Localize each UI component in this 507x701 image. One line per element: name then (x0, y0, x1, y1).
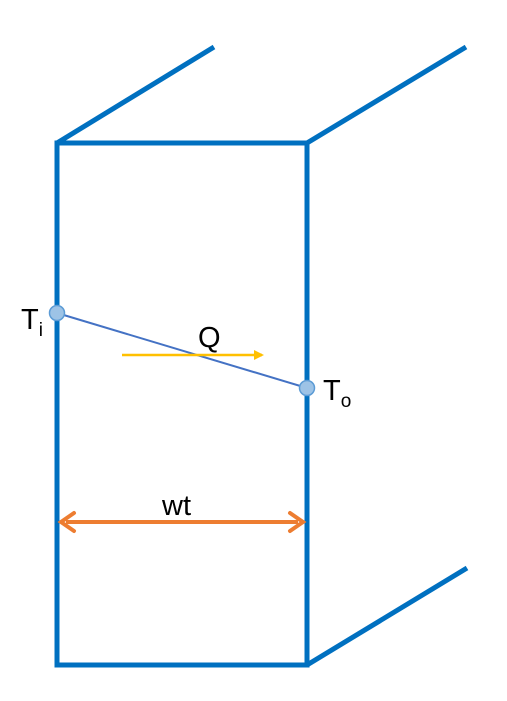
outer-temperature-subscript: o (341, 391, 352, 412)
outer-temperature-symbol: T (323, 375, 341, 407)
wall-top-left-edge (55, 44, 216, 146)
outer-temperature-point (298, 379, 316, 397)
inner-temperature-point (48, 304, 66, 322)
inner-temperature-symbol: T (21, 304, 39, 336)
wall-front-face (54, 140, 310, 668)
inner-temperature-label: Ti (21, 304, 43, 341)
wall-bottom-right-edge (305, 565, 469, 668)
wall-thickness-label: wt (161, 490, 191, 522)
heat-flow-label: Q (198, 322, 221, 354)
temperature-gradient-line (56, 312, 308, 389)
wall-top-right-edge (305, 44, 468, 146)
wall-thickness-arrow (57, 511, 307, 533)
inner-temperature-subscript: i (39, 320, 43, 341)
outer-temperature-label: To (323, 375, 351, 412)
